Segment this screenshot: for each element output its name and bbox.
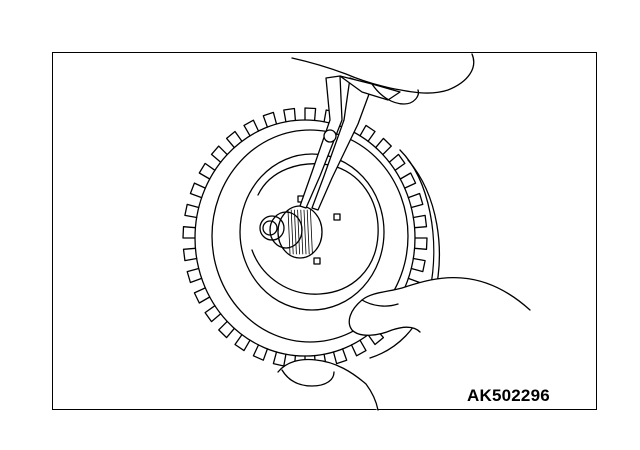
- spline-tooth: [388, 153, 406, 171]
- drum-inner-rim: [211, 129, 409, 343]
- shaft-end: [259, 215, 285, 241]
- spline-tooth: [198, 162, 216, 180]
- spline-tooth: [407, 192, 424, 209]
- spline-tooth: [186, 267, 203, 284]
- spline-tooth: [375, 137, 392, 156]
- spline-tooth: [204, 305, 222, 323]
- spline-tooth: [252, 344, 269, 361]
- spline-tooth: [234, 334, 251, 352]
- spline-tooth: [189, 182, 206, 199]
- spline-tooth: [210, 145, 228, 163]
- spline-ridge: [306, 209, 310, 255]
- spline-tooth: [350, 339, 367, 357]
- spline-tooth: [283, 107, 297, 123]
- lower-right-hand-finger: [361, 299, 399, 307]
- snap-ring-pliers-tool: [299, 75, 401, 211]
- spline-tooth: [243, 119, 260, 137]
- retainer-hole-1: [333, 213, 341, 221]
- shaft-bore: [262, 220, 278, 236]
- spline-tooth: [413, 237, 428, 250]
- lower-right-hand: [348, 276, 531, 336]
- spline-ridge: [293, 209, 297, 255]
- spline-tooth: [193, 287, 211, 304]
- spline-ridge: [303, 209, 307, 255]
- figure-code-label: AK502296: [467, 386, 550, 405]
- spline-tooth: [182, 226, 197, 239]
- bottom-hand: [277, 358, 379, 411]
- spline-tooth: [184, 203, 200, 219]
- spline-tooth: [359, 124, 376, 142]
- spline-tooth: [332, 348, 348, 365]
- spline-tooth: [272, 351, 287, 367]
- spline-tooth: [225, 130, 243, 149]
- spline-tooth: [410, 257, 426, 273]
- drum-outer-rim: [194, 119, 416, 357]
- clutch-drum: [182, 107, 440, 369]
- retainer-ring-arc: [251, 163, 379, 295]
- plier-handle: [339, 75, 401, 101]
- spline-ridge: [290, 209, 294, 255]
- spline-ridge: [297, 209, 301, 255]
- upper-hand-finger: [371, 83, 420, 105]
- spline-tooth: [182, 247, 198, 262]
- figure-frame: [52, 52, 597, 410]
- plier-arm-right: [311, 77, 373, 211]
- spline-tooth: [399, 172, 417, 189]
- retainer-outer: [239, 153, 385, 311]
- spline-tooth: [218, 320, 235, 339]
- spline-ridge: [287, 209, 291, 255]
- center-hub: [259, 205, 323, 259]
- hub-collar: [269, 211, 303, 249]
- plier-pivot: [323, 129, 337, 143]
- spline-tooth: [412, 214, 428, 229]
- spline-tooth: [262, 111, 278, 128]
- hub-spline: [277, 205, 323, 259]
- bottom-hand-thumb: [281, 369, 335, 387]
- spline-tooth: [304, 107, 317, 122]
- spline-ridge: [309, 209, 313, 255]
- spline-ridge: [300, 209, 304, 255]
- drum-rear-edge-2: [407, 159, 440, 299]
- upper-hand: [291, 53, 475, 94]
- hub-spline-ridges: [287, 209, 313, 255]
- retainer-hole-2: [313, 257, 321, 265]
